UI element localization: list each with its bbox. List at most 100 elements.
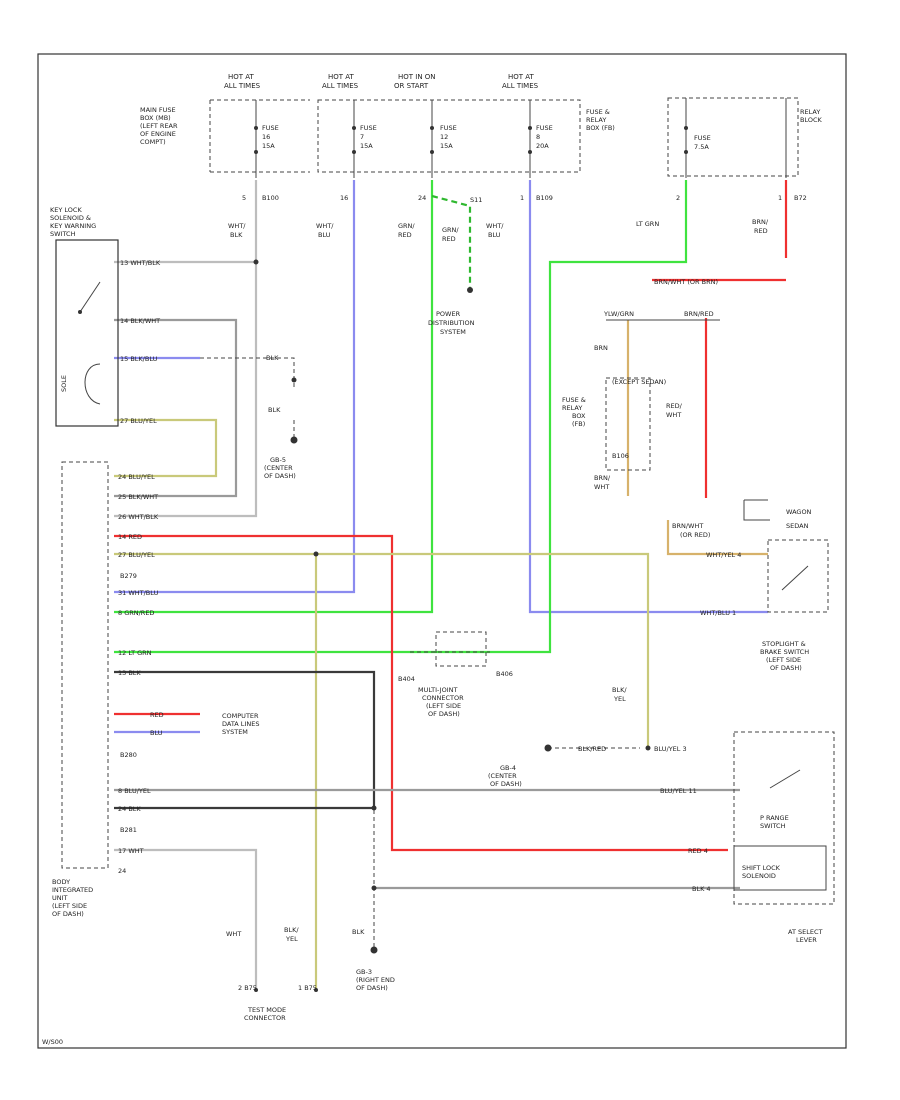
label-b10: RED bbox=[150, 711, 164, 719]
fuse-relay-box-label: FUSE & RELAY BOX (FB) bbox=[586, 108, 615, 132]
label-brn-wht2: BRN/WHT(OR RED) bbox=[672, 522, 710, 539]
label-except-sedan: (EXCEPT SEDAN) bbox=[612, 378, 666, 386]
pin-a: 5 bbox=[242, 194, 246, 202]
key-lock-label: KEY LOCK SOLENOID & KEY WARNING SWITCH bbox=[50, 206, 98, 238]
label-b13: 24 BLK bbox=[118, 805, 141, 813]
prange-contact bbox=[769, 769, 801, 789]
label-red-r: RED 4 bbox=[688, 847, 708, 855]
label-b7: 8 GRN/RED bbox=[118, 609, 154, 617]
power-dist-icon bbox=[467, 287, 473, 293]
label-w4: 27 BLU/YEL bbox=[120, 417, 157, 425]
wire-red bbox=[114, 534, 728, 852]
label-wht-test: WHT bbox=[226, 930, 241, 938]
label-blk-a: BLK bbox=[266, 354, 279, 362]
pin-b: 16 bbox=[340, 194, 348, 202]
body-unit-label: BODY INTEGRATED UNIT (LEFT SIDE OF DASH) bbox=[52, 878, 95, 918]
label-b404: B404 bbox=[398, 675, 415, 683]
label-b8: 12 LT GRN bbox=[118, 649, 152, 657]
label-b1: 24 BLU/YEL bbox=[118, 473, 155, 481]
diagram-border bbox=[37, 53, 847, 1049]
relay-block-label: RELAY BLOCK bbox=[800, 108, 823, 124]
label-brn-red2: BRN/RED bbox=[684, 310, 714, 318]
fuse-relay-fb-box bbox=[605, 377, 651, 471]
label-blk-b: BLK bbox=[268, 406, 281, 414]
left-labels: 13 WHT/BLK 14 BLK/WHT 15 BLK/BLU 27 BLU/… bbox=[118, 259, 281, 875]
stoplight-box bbox=[767, 539, 829, 613]
label-b279: B279 bbox=[120, 572, 137, 580]
wire-wht-blk-2 bbox=[114, 262, 258, 518]
label-b106: B106 bbox=[612, 452, 629, 460]
solenoid-label: SOLE bbox=[60, 375, 68, 392]
wire-grn-red bbox=[114, 180, 434, 614]
label-b406: B406 bbox=[496, 670, 513, 678]
wire-blu-yel-stop bbox=[114, 552, 650, 748]
label-b4: 14 RED bbox=[118, 533, 142, 541]
label-brn: BRN bbox=[594, 344, 608, 352]
label-red-wht: RED/WHT bbox=[666, 402, 683, 419]
key-switch-contact bbox=[79, 281, 101, 313]
label-ylw-grn: YLW/GRN bbox=[603, 310, 634, 318]
wire-blu-yel bbox=[114, 418, 218, 478]
conn-d: B109 bbox=[536, 194, 553, 202]
ground-gb3-icon bbox=[370, 946, 378, 954]
footer-code: W/S00 bbox=[42, 1038, 63, 1046]
wire-wht-blk bbox=[114, 180, 258, 264]
wire-blk-wht bbox=[114, 318, 238, 498]
multi-joint-box bbox=[435, 631, 487, 667]
label-b14: 17 WHT bbox=[118, 847, 144, 855]
ground-gb4-icon bbox=[544, 744, 552, 752]
stoplight-contact bbox=[781, 565, 809, 591]
wire-brn-wht-or-red bbox=[666, 520, 768, 556]
label-blk-red: BLK/RED bbox=[578, 745, 606, 753]
wire-blk bbox=[114, 670, 376, 810]
label-wht-blk: WHT/BLK bbox=[228, 222, 246, 239]
label-b3: 26 WHT/BLK bbox=[118, 513, 159, 521]
label-b6: 31 WHT/BLU bbox=[118, 589, 159, 597]
label-b9: 13 BLK bbox=[118, 669, 141, 677]
label-blk-r: BLK 4 bbox=[692, 885, 711, 893]
shift-lock-box bbox=[733, 845, 827, 891]
label-pin-s: S11 bbox=[470, 196, 482, 204]
wire-grn-red-to-power bbox=[431, 194, 472, 290]
key-lock-box bbox=[55, 239, 119, 427]
wagon-sedan-link bbox=[743, 499, 770, 521]
solenoid-coil bbox=[84, 363, 101, 405]
ground-line-gb5 bbox=[200, 357, 295, 390]
main-fuse-box-outline bbox=[209, 99, 310, 173]
label-b280: B280 bbox=[120, 751, 137, 759]
label-wht-blu-pin: WHT/BLU 1 bbox=[700, 609, 736, 617]
label-blk-c: BLK bbox=[352, 928, 365, 936]
label-lt-grn: LT GRN bbox=[636, 220, 659, 228]
label-b281: B281 bbox=[120, 826, 137, 834]
wire-lt-grn bbox=[114, 180, 688, 654]
label-blk-yel2: BLK/YEL bbox=[284, 926, 299, 943]
label-grn-red2: GRN/RED bbox=[442, 226, 459, 243]
fuse-relay-box-outline bbox=[317, 99, 581, 173]
label-wht-blu2: WHT/BLU bbox=[486, 222, 504, 239]
label-pt2: 1 B75 bbox=[298, 984, 317, 992]
label-grn-red1: GRN/RED bbox=[398, 222, 415, 239]
label-blu-yel-r: BLU/YEL 3 bbox=[654, 745, 687, 753]
pin-d: 1 bbox=[520, 194, 524, 202]
label-b12: 8 BLU/YEL bbox=[118, 787, 151, 795]
